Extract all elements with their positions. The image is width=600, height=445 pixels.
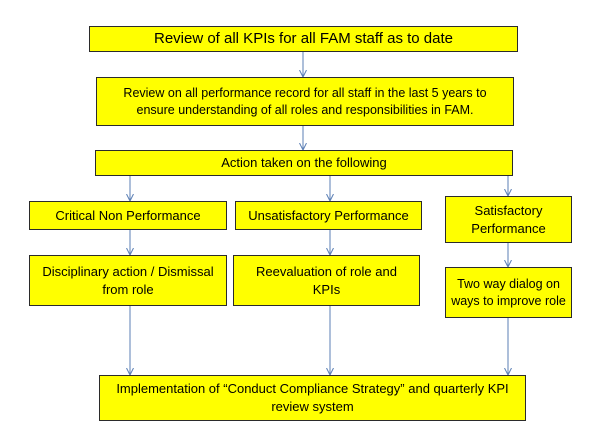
action-box: Action taken on the following [95,150,513,176]
unsatisfactory-category-box: Unsatisfactory Performance [235,201,422,230]
reevaluation-response-text: Reevaluation of role and KPIs [256,263,397,297]
disciplinary-response-box: Disciplinary action / Dismissal from rol… [29,255,227,306]
action-text: Action taken on the following [221,155,387,171]
satisfactory-category-text: Satisfactory Performance [471,202,546,236]
satisfactory-category-box: Satisfactory Performance [445,196,572,243]
unsatisfactory-category-text: Unsatisfactory Performance [248,207,409,223]
review-records-text: Review on all performance record for all… [123,85,487,117]
review-records-box: Review on all performance record for all… [96,77,514,126]
top-box-text: Review of all KPIs for all FAM staff as … [153,29,454,47]
bottom-box: Implementation of “Conduct Compliance St… [99,375,526,421]
dialog-response-box: Two way dialog on ways to improve role [445,267,572,318]
dialog-response-text: Two way dialog on ways to improve role [451,276,566,308]
bottom-box-text: Implementation of “Conduct Compliance St… [116,381,509,414]
critical-category-text: Critical Non Performance [55,207,201,223]
reevaluation-response-box: Reevaluation of role and KPIs [233,255,420,306]
disciplinary-response-text: Disciplinary action / Dismissal from rol… [42,263,214,297]
top-box: Review of all KPIs for all FAM staff as … [89,26,518,52]
critical-category-box: Critical Non Performance [29,201,227,230]
